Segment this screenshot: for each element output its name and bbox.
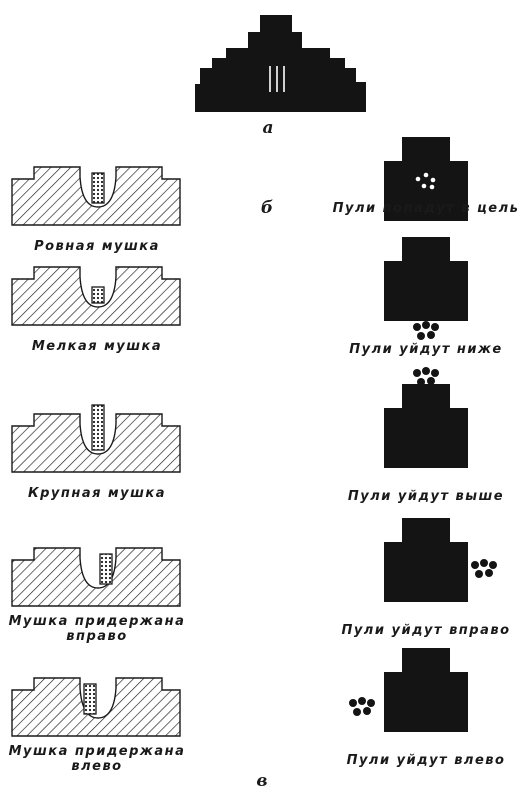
bullet-hit-group xyxy=(471,559,497,578)
bullet-hit xyxy=(471,561,479,569)
sight-caption: вправо xyxy=(66,629,127,644)
bullet-hit xyxy=(417,378,425,386)
target-diagram xyxy=(384,367,468,468)
bullet-hit xyxy=(367,699,375,707)
result-caption: Пули уйдут выше xyxy=(348,489,504,504)
sight-caption: влево xyxy=(71,759,122,774)
sight-caption: Мушка придержана xyxy=(9,744,186,759)
rear-sight-block xyxy=(11,166,181,226)
bullet-hit xyxy=(431,323,439,331)
bullet-hit xyxy=(415,176,421,182)
bullet-hit xyxy=(413,369,421,377)
front-sight-post xyxy=(91,404,105,451)
target-diagram xyxy=(384,137,468,221)
rear-sight-block xyxy=(11,413,181,473)
result-caption: Пули уйдут влево xyxy=(347,753,506,768)
aiming-row: Мелкая мушка Пули уйдут ниже xyxy=(11,237,502,357)
bullet-hit-group xyxy=(413,321,439,340)
bullet-hit xyxy=(353,708,361,716)
target-diagram xyxy=(349,648,468,732)
bullet-hit xyxy=(429,184,435,190)
bullet-hit xyxy=(421,183,427,189)
target-diagram xyxy=(384,237,468,340)
front-sight-post xyxy=(99,553,113,585)
front-sight-diagram xyxy=(11,166,181,226)
sight-caption: Ровная мушка xyxy=(34,239,160,254)
bullet-hit xyxy=(423,172,429,178)
sight-caption: Мушка придержана xyxy=(9,614,186,629)
bullet-hit xyxy=(422,321,430,329)
bullet-hit xyxy=(349,699,357,707)
bullet-hit xyxy=(413,323,421,331)
front-sight-diagram xyxy=(11,266,181,326)
front-sight-diagram xyxy=(11,404,181,473)
bullet-hit-group xyxy=(413,367,439,386)
bullet-hit xyxy=(489,561,497,569)
bullet-hit xyxy=(485,569,493,577)
target-silhouette xyxy=(384,518,468,602)
sight-caption: Крупная мушка xyxy=(28,486,166,501)
target-silhouette xyxy=(384,137,468,221)
bullet-hit xyxy=(363,707,371,715)
rear-sight-block xyxy=(11,677,181,737)
rear-sight-block xyxy=(11,266,181,326)
front-sight-diagram xyxy=(11,547,181,607)
result-caption: Пули уйдут вправо xyxy=(341,623,510,638)
target-silhouette xyxy=(384,648,468,732)
front-sight-diagram xyxy=(11,677,181,737)
bullet-hit xyxy=(475,570,483,578)
target-silhouette xyxy=(384,384,468,468)
bullet-hit xyxy=(417,332,425,340)
bullet-hit xyxy=(430,177,436,183)
aiming-row: Ровная мушка Пули попадут в цель xyxy=(11,137,520,254)
target-silhouette xyxy=(384,237,468,321)
bullet-hit xyxy=(427,331,435,339)
rear-sight-block xyxy=(11,547,181,607)
bullet-hit xyxy=(422,367,430,375)
top-target-figure: а xyxy=(195,15,366,138)
bullet-hit xyxy=(427,377,435,385)
figure-label-b: б xyxy=(261,198,273,218)
result-caption: Пули попадут в цель xyxy=(333,201,520,216)
result-caption: Пули уйдут ниже xyxy=(349,342,502,357)
bullet-hit xyxy=(480,559,488,567)
bullet-hit-group xyxy=(349,697,375,716)
target-diagram xyxy=(384,518,497,602)
bullet-hit-group xyxy=(415,172,436,190)
front-sight-post xyxy=(83,683,97,715)
figure-label-a: а xyxy=(262,118,273,138)
bullet-hit xyxy=(431,369,439,377)
front-sight-post xyxy=(91,172,105,204)
figure-label-v: в xyxy=(256,771,267,791)
bullet-hit xyxy=(358,697,366,705)
front-sight-post xyxy=(91,286,105,304)
sight-caption: Мелкая мушка xyxy=(32,339,162,354)
aiming-row: Крупная мушка Пули уйдут выше xyxy=(11,367,504,504)
